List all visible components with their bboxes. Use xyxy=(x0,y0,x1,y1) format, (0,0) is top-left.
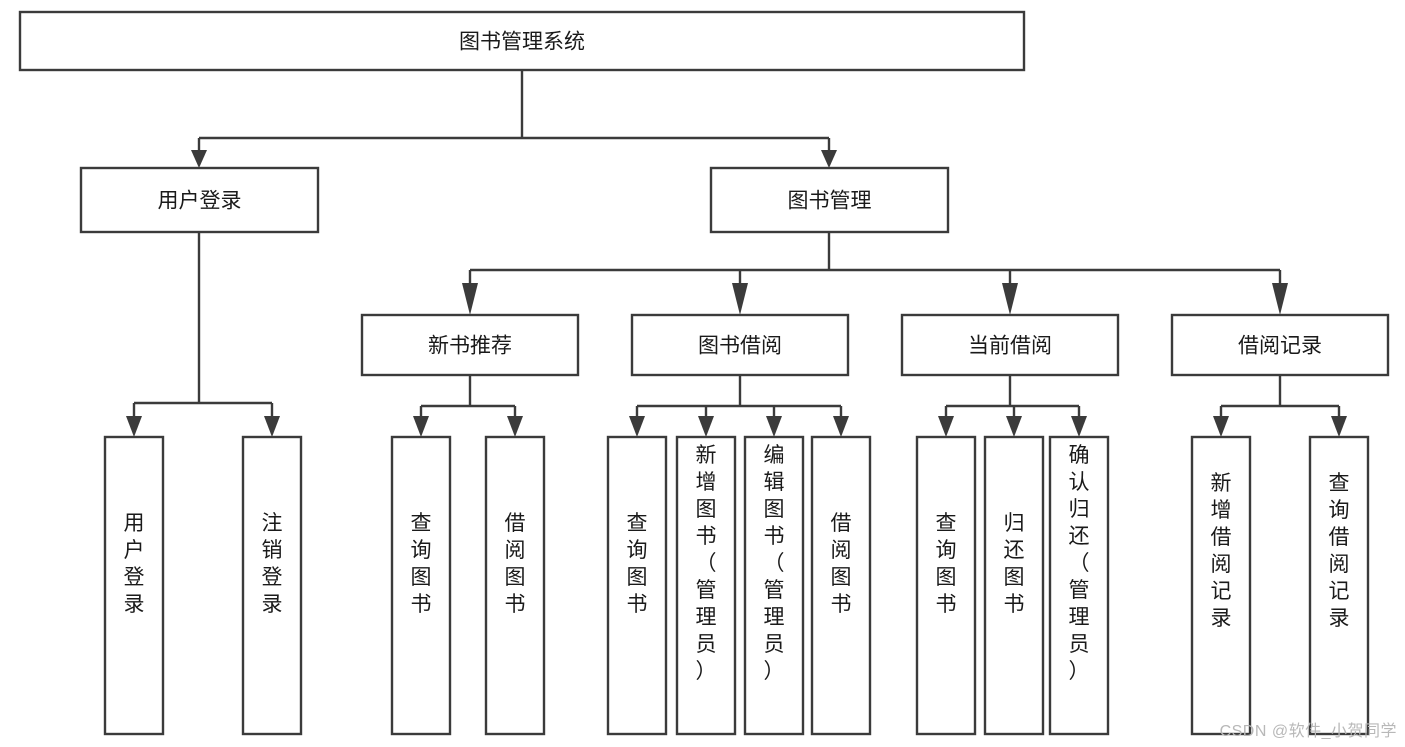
edge-user-login-to-leaf-bus xyxy=(132,232,274,418)
leaf-node-return-book-label: 归还图书 xyxy=(1004,512,1025,616)
node-user-login-label: 用户登录 xyxy=(158,190,242,213)
leaf-node-query-book-recommend[interactable]: 查询图书 xyxy=(390,435,452,736)
leaf-node-confirm-return-admin[interactable]: 确认归还（管理员） xyxy=(1048,435,1110,736)
leaf-node-query-borrow-record-label: 查询借阅记录 xyxy=(1329,472,1350,630)
leaf-node-logout[interactable]: 注销登录 xyxy=(241,435,303,736)
edge-root-to-level2-bus xyxy=(197,70,831,152)
arrowhead-leaf-query-borrow-record xyxy=(1331,416,1347,437)
arrowhead-leaf-query-book-b xyxy=(629,416,645,437)
leaf-node-borrow-book-borrow-label: 借阅图书 xyxy=(831,512,852,616)
arrowhead-leaf-borrow-book-a xyxy=(507,416,523,437)
leaf-node-return-book-box[interactable] xyxy=(983,435,1045,736)
arrowhead-leaf-query-book-a xyxy=(413,416,429,437)
arrowhead-leaf-add-book-admin xyxy=(698,416,714,437)
leaf-node-add-book-admin-box[interactable] xyxy=(675,435,737,736)
edge-current-borrow-to-leaf-bus xyxy=(944,375,1081,418)
leaf-node-confirm-return-admin-label: 确认归还（管理员） xyxy=(1069,444,1090,683)
leaf-node-add-borrow-record-box[interactable] xyxy=(1190,435,1252,736)
node-new-book-recommend-label: 新书推荐 xyxy=(428,335,512,358)
leaf-node-query-book-borrow[interactable]: 查询图书 xyxy=(606,435,668,736)
leaf-node-add-book-admin[interactable]: 新增图书（管理员） xyxy=(675,435,737,736)
leaf-node-query-book-borrow-label: 查询图书 xyxy=(627,512,648,616)
arrowhead-leaf-edit-book-admin xyxy=(766,416,782,437)
edge-book-borrow-to-leaf-bus xyxy=(635,375,843,418)
leaf-node-query-book-recommend-label: 查询图书 xyxy=(411,512,432,616)
node-book-management[interactable]: 图书管理 xyxy=(709,166,950,234)
node-book-management-box[interactable] xyxy=(709,166,950,234)
node-borrow-record[interactable]: 借阅记录 xyxy=(1170,313,1390,377)
node-borrow-record-label: 借阅记录 xyxy=(1238,335,1322,358)
leaf-node-query-book-borrow-box[interactable] xyxy=(606,435,668,736)
leaf-node-user-login[interactable]: 用户登录 xyxy=(103,435,165,736)
leaf-node-add-book-admin-label: 新增图书（管理员） xyxy=(696,444,717,683)
edge-book-management-to-level3-bus xyxy=(468,232,1282,285)
node-root-system-box[interactable] xyxy=(18,10,1026,72)
leaf-node-query-book-current[interactable]: 查询图书 xyxy=(915,435,977,736)
arrowhead-to-user-login xyxy=(191,150,207,168)
arrowhead-to-current-borrow xyxy=(1002,283,1018,315)
arrowhead-leaf-logout xyxy=(264,416,280,437)
leaf-node-borrow-book-borrow-box[interactable] xyxy=(810,435,872,736)
leaf-node-edit-book-admin-box[interactable] xyxy=(743,435,805,736)
leaf-node-user-login-label: 用户登录 xyxy=(124,512,145,616)
arrowhead-to-borrow-record xyxy=(1272,283,1288,315)
arrowhead-leaf-borrow-book-b xyxy=(833,416,849,437)
leaf-node-logout-label: 注销登录 xyxy=(262,512,283,616)
edge-borrow-record-to-leaf-bus xyxy=(1219,375,1341,418)
node-book-borrow-box[interactable] xyxy=(630,313,850,377)
leaf-node-query-book-current-label: 查询图书 xyxy=(936,512,957,616)
arrowhead-leaf-user-login xyxy=(126,416,142,437)
leaf-node-add-borrow-record[interactable]: 新增借阅记录 xyxy=(1190,435,1252,736)
leaf-node-confirm-return-admin-box[interactable] xyxy=(1048,435,1110,736)
node-current-borrow-label: 当前借阅 xyxy=(968,335,1052,358)
leaf-node-borrow-book-recommend[interactable]: 借阅图书 xyxy=(484,435,546,736)
node-borrow-record-box[interactable] xyxy=(1170,313,1390,377)
arrowhead-leaf-confirm-return-admin xyxy=(1071,416,1087,437)
leaf-node-user-login-box[interactable] xyxy=(103,435,165,736)
leaf-node-query-book-current-box[interactable] xyxy=(915,435,977,736)
connector-layer xyxy=(126,70,1347,437)
node-new-book-recommend[interactable]: 新书推荐 xyxy=(360,313,580,377)
leaf-node-edit-book-admin[interactable]: 编辑图书（管理员） xyxy=(743,435,805,736)
node-book-management-label: 图书管理 xyxy=(788,190,872,213)
node-user-login[interactable]: 用户登录 xyxy=(79,166,320,234)
node-root-system-label: 图书管理系统 xyxy=(459,31,585,54)
leaf-node-edit-book-admin-label: 编辑图书（管理员） xyxy=(764,444,785,683)
leaf-node-borrow-book-recommend-label: 借阅图书 xyxy=(505,512,526,616)
leaf-node-query-book-recommend-box[interactable] xyxy=(390,435,452,736)
edge-new-book-recommend-to-leaf-bus xyxy=(419,375,517,418)
arrowhead-to-book-management xyxy=(821,150,837,168)
leaf-node-return-book[interactable]: 归还图书 xyxy=(983,435,1045,736)
node-user-login-box[interactable] xyxy=(79,166,320,234)
node-new-book-recommend-box[interactable] xyxy=(360,313,580,377)
leaf-node-borrow-book-recommend-box[interactable] xyxy=(484,435,546,736)
node-current-borrow[interactable]: 当前借阅 xyxy=(900,313,1120,377)
leaf-node-add-borrow-record-label: 新增借阅记录 xyxy=(1211,472,1232,630)
leaf-node-query-borrow-record[interactable]: 查询借阅记录 xyxy=(1308,435,1370,736)
leaf-node-logout-box[interactable] xyxy=(241,435,303,736)
leaf-node-query-borrow-record-box[interactable] xyxy=(1308,435,1370,736)
arrowhead-leaf-add-borrow-record xyxy=(1213,416,1229,437)
node-root-system[interactable]: 图书管理系统 xyxy=(18,10,1026,72)
node-current-borrow-box[interactable] xyxy=(900,313,1120,377)
node-book-borrow[interactable]: 图书借阅 xyxy=(630,313,850,377)
arrowhead-to-book-borrow xyxy=(732,283,748,315)
arrowhead-leaf-query-book-c xyxy=(938,416,954,437)
node-book-borrow-label: 图书借阅 xyxy=(698,335,782,358)
arrowhead-to-new-book-recommend xyxy=(462,283,478,315)
leaf-node-borrow-book-borrow[interactable]: 借阅图书 xyxy=(810,435,872,736)
arrowhead-leaf-return-book xyxy=(1006,416,1022,437)
